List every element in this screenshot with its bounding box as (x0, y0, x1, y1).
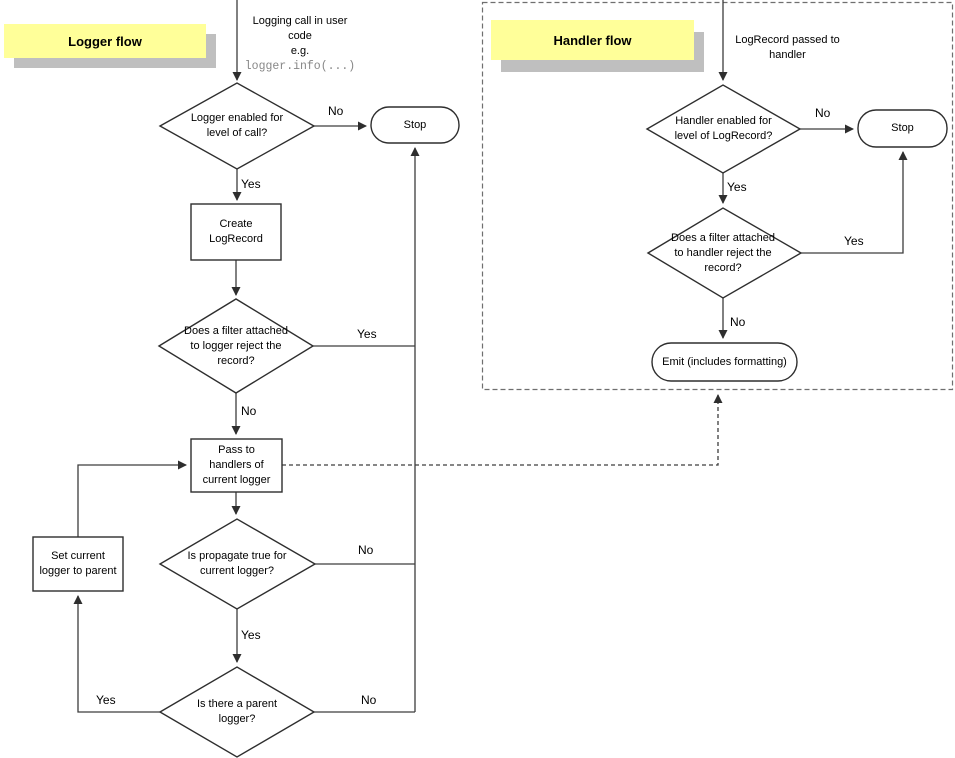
handler-flow-dashed-region (481, 1, 954, 391)
edge-label-enabled-no: No (328, 104, 344, 118)
decision-parent-logger-label: Is there a parent logger? (196, 698, 278, 725)
terminator-logger-stop-shape (370, 106, 460, 144)
edge-label-henabled-yes: Yes (727, 180, 747, 194)
handler-flow-title: Handler flow (491, 20, 694, 60)
process-pass-handlers-shape (190, 438, 283, 493)
terminator-emit-label: Emit (includes formatting) (662, 355, 787, 368)
decision-propagate-shape (158, 518, 317, 610)
process-set-parent-label: Set current logger to parent (39, 550, 117, 577)
edge-pass-to-handler-flow-dashed (282, 394, 723, 466)
process-pass-handlers-label: Pass to handlers of current logger (202, 444, 271, 486)
edge-label-propagate-yes: Yes (241, 628, 261, 642)
edge-set-to-pass (77, 460, 187, 537)
decision-logger-enabled-label: Logger enabled for level of call? (190, 112, 284, 139)
decision-logger-filter-label: Does a filter attached to logger reject … (184, 324, 288, 367)
decision-handler-filter-label: Does a filter attached to handler reject… (671, 231, 775, 274)
terminator-emit-shape (651, 342, 798, 382)
edge-label-hfilter-yes: Yes (844, 234, 864, 248)
edge-parent-yes-to-set (73, 595, 160, 713)
decision-handler-enabled-label: Handler enabled for level of LogRecord? (674, 115, 773, 142)
decision-handler-enabled-shape (645, 84, 802, 174)
edge-label-hfilter-no: No (730, 315, 746, 329)
logger-intro-text: Logging call in user code e.g. (252, 15, 348, 57)
terminator-handler-stop-label: Stop (891, 122, 914, 134)
edge-label-henabled-no: No (815, 106, 831, 120)
decision-handler-filter-shape (646, 207, 803, 299)
handler-flow-connectors (718, 0, 908, 339)
edge-label-enabled-yes: Yes (241, 177, 261, 191)
edge-label-filter-yes: Yes (357, 327, 377, 341)
decision-propagate-label: Is propagate true for current logger? (187, 550, 287, 577)
process-set-parent-shape (32, 536, 124, 592)
edge-label-parent-no: No (361, 693, 377, 707)
handler-intro-text: LogRecord passed to handler (735, 34, 840, 61)
process-create-logrecord-shape (190, 203, 282, 261)
process-create-logrecord-label: Create LogRecord (209, 218, 263, 245)
terminator-handler-stop-shape (857, 109, 948, 148)
edge-label-filter-no: No (241, 404, 257, 418)
logger-flow-title: Logger flow (4, 24, 206, 58)
terminator-logger-stop-label: Stop (403, 118, 427, 131)
logger-flow-connectors (73, 0, 723, 713)
edge-hfilter-yes-to-stop (801, 151, 908, 254)
decision-parent-logger-shape (158, 666, 316, 758)
edge-label-propagate-no: No (358, 543, 374, 557)
logger-intro-code: logger.info(...) (244, 60, 356, 73)
decision-logger-filter-shape (157, 298, 315, 394)
decision-logger-enabled-shape (158, 82, 316, 170)
edge-label-parent-yes: Yes (96, 693, 116, 707)
